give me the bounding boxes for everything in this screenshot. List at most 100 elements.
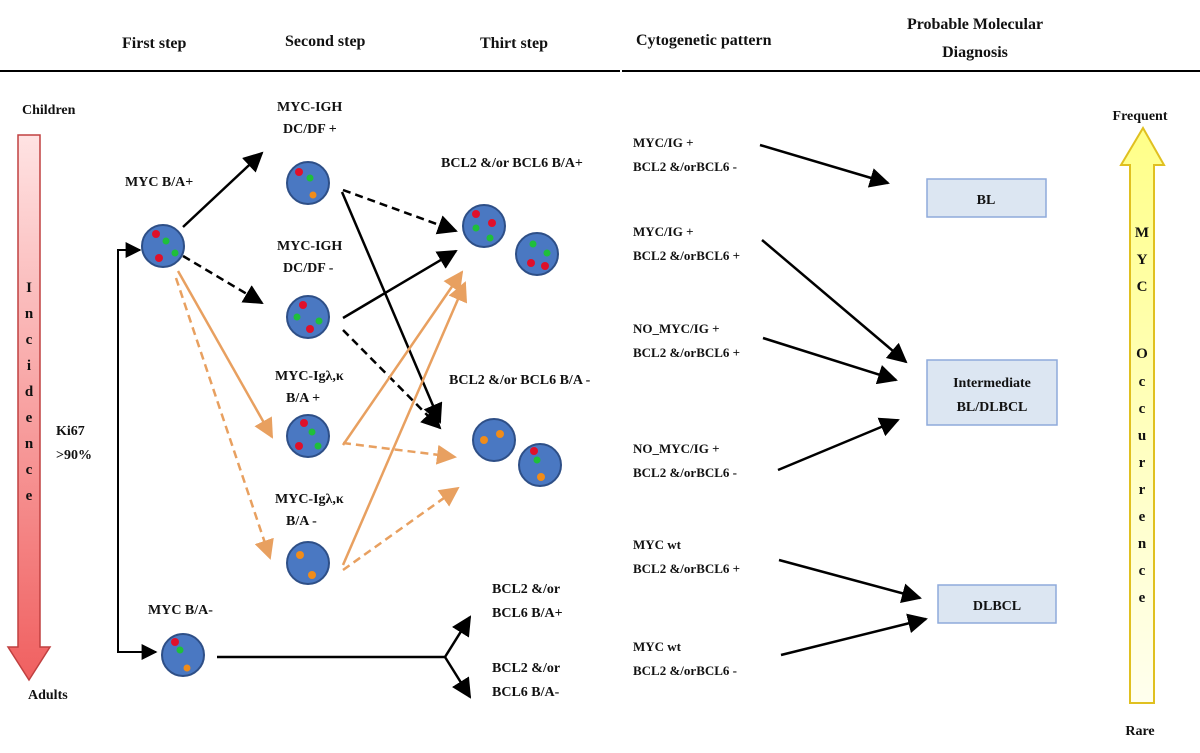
red-signal — [300, 419, 308, 427]
orange-signal — [308, 571, 316, 579]
green-signal — [533, 456, 541, 464]
bcl-neg-bottom-line2: BCL6 B/A- — [492, 685, 560, 700]
occurrence-letter: Y — [1137, 252, 1148, 268]
occurrence-letter: c — [1139, 563, 1146, 579]
green-signal — [486, 234, 494, 242]
cyto-pattern-1-line2: BCL2 &/orBCL6 - — [633, 159, 737, 174]
incidence-arrow — [6, 134, 52, 682]
black-solid-arrows — [182, 151, 472, 699]
orange-signal — [309, 191, 317, 199]
cyto-pattern-2-line1: MYC/IG + — [633, 224, 694, 239]
cyto-pattern-4-line1: NO_MYC/IG + — [633, 441, 720, 456]
incidence-letter: c — [26, 332, 33, 348]
header-molecular-line1: Probable Molecular — [907, 16, 1043, 33]
cyto-pattern-3-line1: NO_MYC/IG + — [633, 321, 720, 336]
bcl-ba-positive-label: BCL2 &/or BCL6 B/A+ — [441, 156, 583, 171]
myc-igk-pos-line1: MYC-Igλ,κ — [275, 369, 344, 384]
red-signal — [488, 219, 496, 227]
diagnosis-box-intermediate: Intermediate BL/DLBCL — [926, 359, 1058, 426]
bcl-neg-bottom-line1: BCL2 &/or — [492, 661, 560, 676]
incidence-letter: n — [25, 306, 34, 322]
orange-dashed-arrows — [174, 277, 460, 572]
header-third-step: Thirt step — [480, 35, 548, 52]
cell-myc-igh-positive — [286, 161, 330, 205]
red-signal — [295, 442, 303, 450]
ki67-value: >90% — [56, 448, 92, 463]
ki67-label: Ki67 — [56, 424, 85, 439]
bcl-pos-bottom-line1: BCL2 &/or — [492, 582, 560, 597]
occurrence-letter: M — [1135, 225, 1149, 241]
cell-myc-igk-negative — [286, 541, 330, 585]
green-signal — [171, 249, 179, 257]
occurrence-letter: r — [1139, 455, 1146, 471]
occurrence-letter: r — [1139, 482, 1146, 498]
occurrence-arrow — [1119, 126, 1166, 704]
occurrence-letter: n — [1138, 536, 1147, 552]
red-signal — [295, 168, 303, 176]
red-signal — [306, 325, 314, 333]
children-label: Children — [22, 103, 76, 118]
myc-ba-positive-label: MYC B/A+ — [125, 175, 193, 190]
myc-igk-neg-line2: B/A - — [286, 514, 317, 529]
orange-signal — [537, 473, 545, 481]
header-molecular-line2: Diagnosis — [942, 44, 1008, 61]
green-signal — [529, 240, 537, 248]
red-signal — [530, 447, 538, 455]
occurrence-letter: u — [1138, 428, 1146, 444]
green-signal — [308, 428, 316, 436]
cell-myc-igh-negative — [286, 295, 330, 339]
myc-ba-negative-label: MYC B/A- — [148, 603, 213, 618]
orange-signal — [183, 664, 191, 672]
green-signal — [472, 224, 480, 232]
rare-label: Rare — [1125, 724, 1154, 739]
green-signal — [162, 237, 170, 245]
black-dashed-arrows — [182, 188, 458, 430]
occurrence-letter: c — [1139, 374, 1146, 390]
bcl-pos-bottom-line2: BCL6 B/A+ — [492, 606, 563, 621]
green-signal — [543, 249, 551, 257]
frequent-label: Frequent — [1113, 109, 1168, 124]
diagnosis-box-bl: BL — [926, 178, 1047, 218]
header-second-step: Second step — [285, 33, 366, 50]
myc-igk-neg-line1: MYC-Igλ,κ — [275, 492, 344, 507]
diagnosis-intermediate-line1: Intermediate — [953, 376, 1031, 391]
cyto-pattern-5-line2: BCL2 &/orBCL6 + — [633, 561, 740, 576]
myc-igk-pos-line2: B/A + — [286, 391, 320, 406]
cyto-pattern-1-line1: MYC/IG + — [633, 135, 694, 150]
diagnosis-bl-label: BL — [977, 193, 996, 208]
diagnosis-box-dlbcl: DLBCL — [937, 584, 1057, 624]
header-first-step: First step — [122, 35, 187, 52]
incidence-axis: Children I n c i d e n c e Adults Ki67 >… — [6, 103, 92, 703]
cyto-pattern-5-line1: MYC wt — [633, 537, 682, 552]
adults-label: Adults — [28, 688, 68, 703]
red-signal — [155, 254, 163, 262]
cell-bcl-negative-a — [472, 418, 516, 462]
occurrence-letter: e — [1139, 509, 1146, 525]
cell-bcl-positive-b — [515, 232, 559, 276]
header-cytogenetic-pattern: Cytogenetic pattern — [636, 32, 772, 49]
cell-myc-ba-negative — [161, 633, 205, 677]
orange-solid-arrows — [176, 270, 468, 566]
red-signal — [171, 638, 179, 646]
cyto-pattern-6-line1: MYC wt — [633, 639, 682, 654]
cytogenetic-pattern-list: MYC/IG + BCL2 &/orBCL6 - MYC/IG + BCL2 &… — [633, 135, 740, 678]
header-row: First step Second step Thirt step Cytoge… — [0, 16, 1200, 72]
orange-signal — [480, 436, 488, 444]
red-signal — [541, 262, 549, 270]
incidence-letter: d — [25, 384, 34, 400]
myc-igh-pos-line1: MYC-IGH — [277, 100, 342, 115]
incidence-letter: I — [26, 280, 32, 296]
cyto-pattern-3-line2: BCL2 &/orBCL6 + — [633, 345, 740, 360]
diagnosis-intermediate-line2: BL/DLBCL — [957, 400, 1028, 415]
red-signal — [152, 230, 160, 238]
occurrence-arrow-text: M Y C O c c u r r e n c e — [1135, 225, 1149, 606]
cyto-pattern-4-line2: BCL2 &/orBCL6 - — [633, 465, 737, 480]
orange-signal — [496, 430, 504, 438]
cell-myc-ba-positive — [141, 224, 185, 268]
incidence-letter: i — [27, 358, 31, 374]
diagnosis-dlbcl-label: DLBCL — [973, 599, 1021, 614]
myc-igh-neg-line2: DC/DF - — [283, 261, 334, 276]
cyto-pattern-2-line2: BCL2 &/orBCL6 + — [633, 248, 740, 263]
incidence-letter: n — [25, 436, 34, 452]
